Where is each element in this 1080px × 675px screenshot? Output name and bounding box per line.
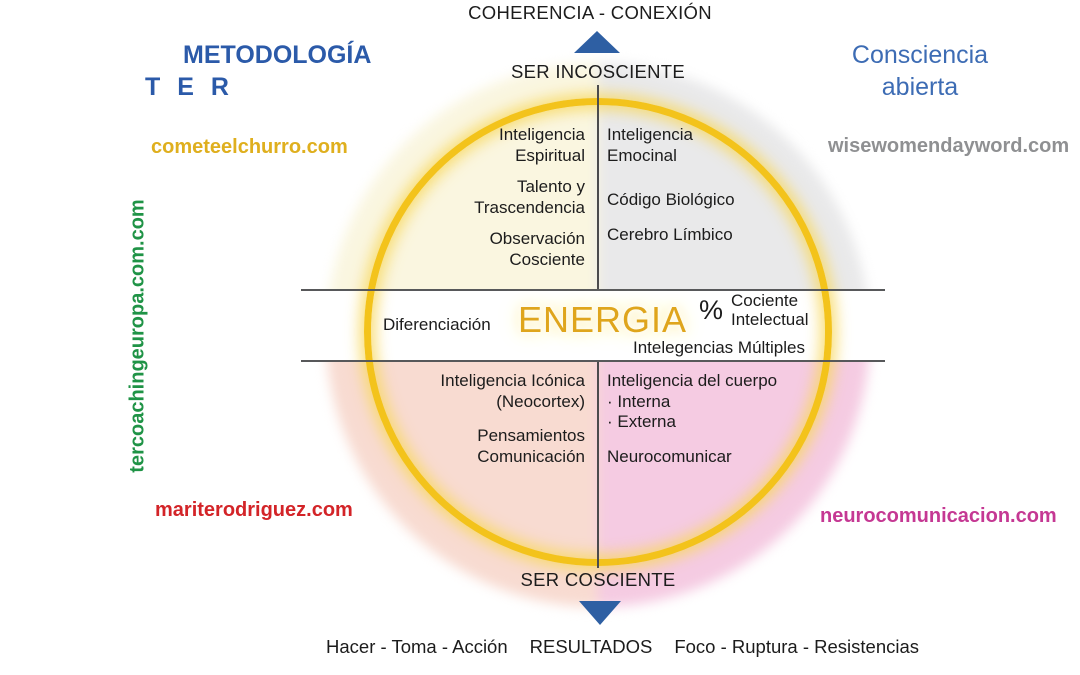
cometeelchurro-url: cometeelchurro.com (151, 136, 348, 158)
band-top-line (301, 289, 885, 291)
text-group: Neurocomunicar (607, 447, 777, 468)
text-group: Pensamientos Comunicación (440, 426, 585, 467)
diferenciacion-label: Diferenciación (383, 315, 491, 334)
text-line: Talento y (516, 177, 585, 196)
neurocomunicacion-url: neurocomunicacion.com (820, 505, 1057, 527)
mariterodriguez-url: mariterodriguez.com (155, 499, 353, 521)
text-line: Cociente (731, 291, 799, 310)
text-line: Inteligencia (607, 125, 694, 144)
vertical-divider-top (597, 85, 599, 289)
text-group: Cerebro Límbico (607, 225, 735, 246)
percent-symbol: % (699, 295, 724, 325)
ter-title: T E R (145, 73, 234, 101)
ser-incosciente-label: SER INCOSCIENTE (510, 61, 686, 82)
abierta-line: abierta (881, 73, 959, 101)
text-group: Inteligencia Espiritual (474, 125, 585, 166)
arrow-up-icon (574, 31, 620, 53)
cociente-intelectual-label: Cociente Intelectual (731, 291, 809, 329)
quadrant-top-left-text: Inteligencia Espiritual Talento y Trasce… (474, 125, 585, 270)
text-line: Inteligencia Icónica (440, 371, 585, 390)
text-line: Trascendencia (474, 197, 585, 217)
text-group: Talento y Trascendencia (474, 177, 585, 218)
text-line: Comunicación (477, 446, 585, 466)
tercoachingeuropa-url: tercoachingeuropa.com.com (126, 199, 149, 473)
consciencia-line: Consciencia (851, 41, 989, 69)
text-line: Cosciente (509, 249, 585, 269)
consciencia-abierta-title: Consciencia abierta (810, 39, 1030, 103)
text-line: Neurocomunicar (607, 446, 732, 466)
quadrant-bottom-right-text: Inteligencia del cuerpo · Interna · Exte… (607, 371, 777, 467)
text-group: Inteligencia del cuerpo · Interna · Exte… (607, 371, 777, 433)
text-line: Código Biológico (607, 190, 735, 209)
text-group: Inteligencia Emocinal (607, 125, 735, 166)
text-line: Cerebro Límbico (607, 224, 733, 244)
quadrant-top-right-text: Inteligencia Emocinal Código Biológico C… (607, 125, 735, 245)
text-line: Espiritual (515, 145, 585, 165)
text-group: Inteligencia Icónica (Neocortex) (440, 371, 585, 412)
text-line: Observación (489, 229, 585, 248)
coherencia-conexion-label: COHERENCIA - CONEXIÓN (468, 2, 712, 23)
results-row: Hacer - Toma - Acción RESULTADOS Foco - … (326, 636, 919, 658)
hacer-toma-accion-label: Hacer - Toma - Acción (326, 636, 508, 657)
band-bottom-line (301, 360, 885, 362)
intelegencias-multiples-label: Intelegencias Múltiples (633, 338, 805, 357)
text-line: Inteligencia (498, 125, 585, 144)
text-group: Observación Cosciente (474, 229, 585, 270)
text-line: Pensamientos (477, 426, 585, 445)
text-line: Intelectual (731, 309, 809, 329)
wisewomendayword-url: wisewomendayword.com (828, 135, 1070, 157)
text-line: · Externa (607, 412, 676, 431)
text-line: Emocinal (607, 145, 677, 165)
metodologia-title: METODOLOGÍA (183, 41, 372, 69)
resultados-label: RESULTADOS (529, 636, 653, 657)
vertical-divider-bottom (597, 362, 599, 568)
text-group: Código Biológico (607, 190, 735, 211)
text-line: Inteligencia del cuerpo (607, 371, 778, 390)
quadrant-bottom-left-text: Inteligencia Icónica (Neocortex) Pensami… (440, 371, 585, 467)
energia-label: ENERGIA (518, 299, 688, 340)
arrow-down-icon (579, 601, 621, 625)
ser-cosciente-label: SER COSCIENTE (520, 569, 676, 590)
text-line: (Neocortex) (496, 391, 585, 411)
foco-ruptura-resistencias-label: Foco - Ruptura - Resistencias (674, 636, 920, 657)
text-line: · Interna (607, 391, 671, 411)
